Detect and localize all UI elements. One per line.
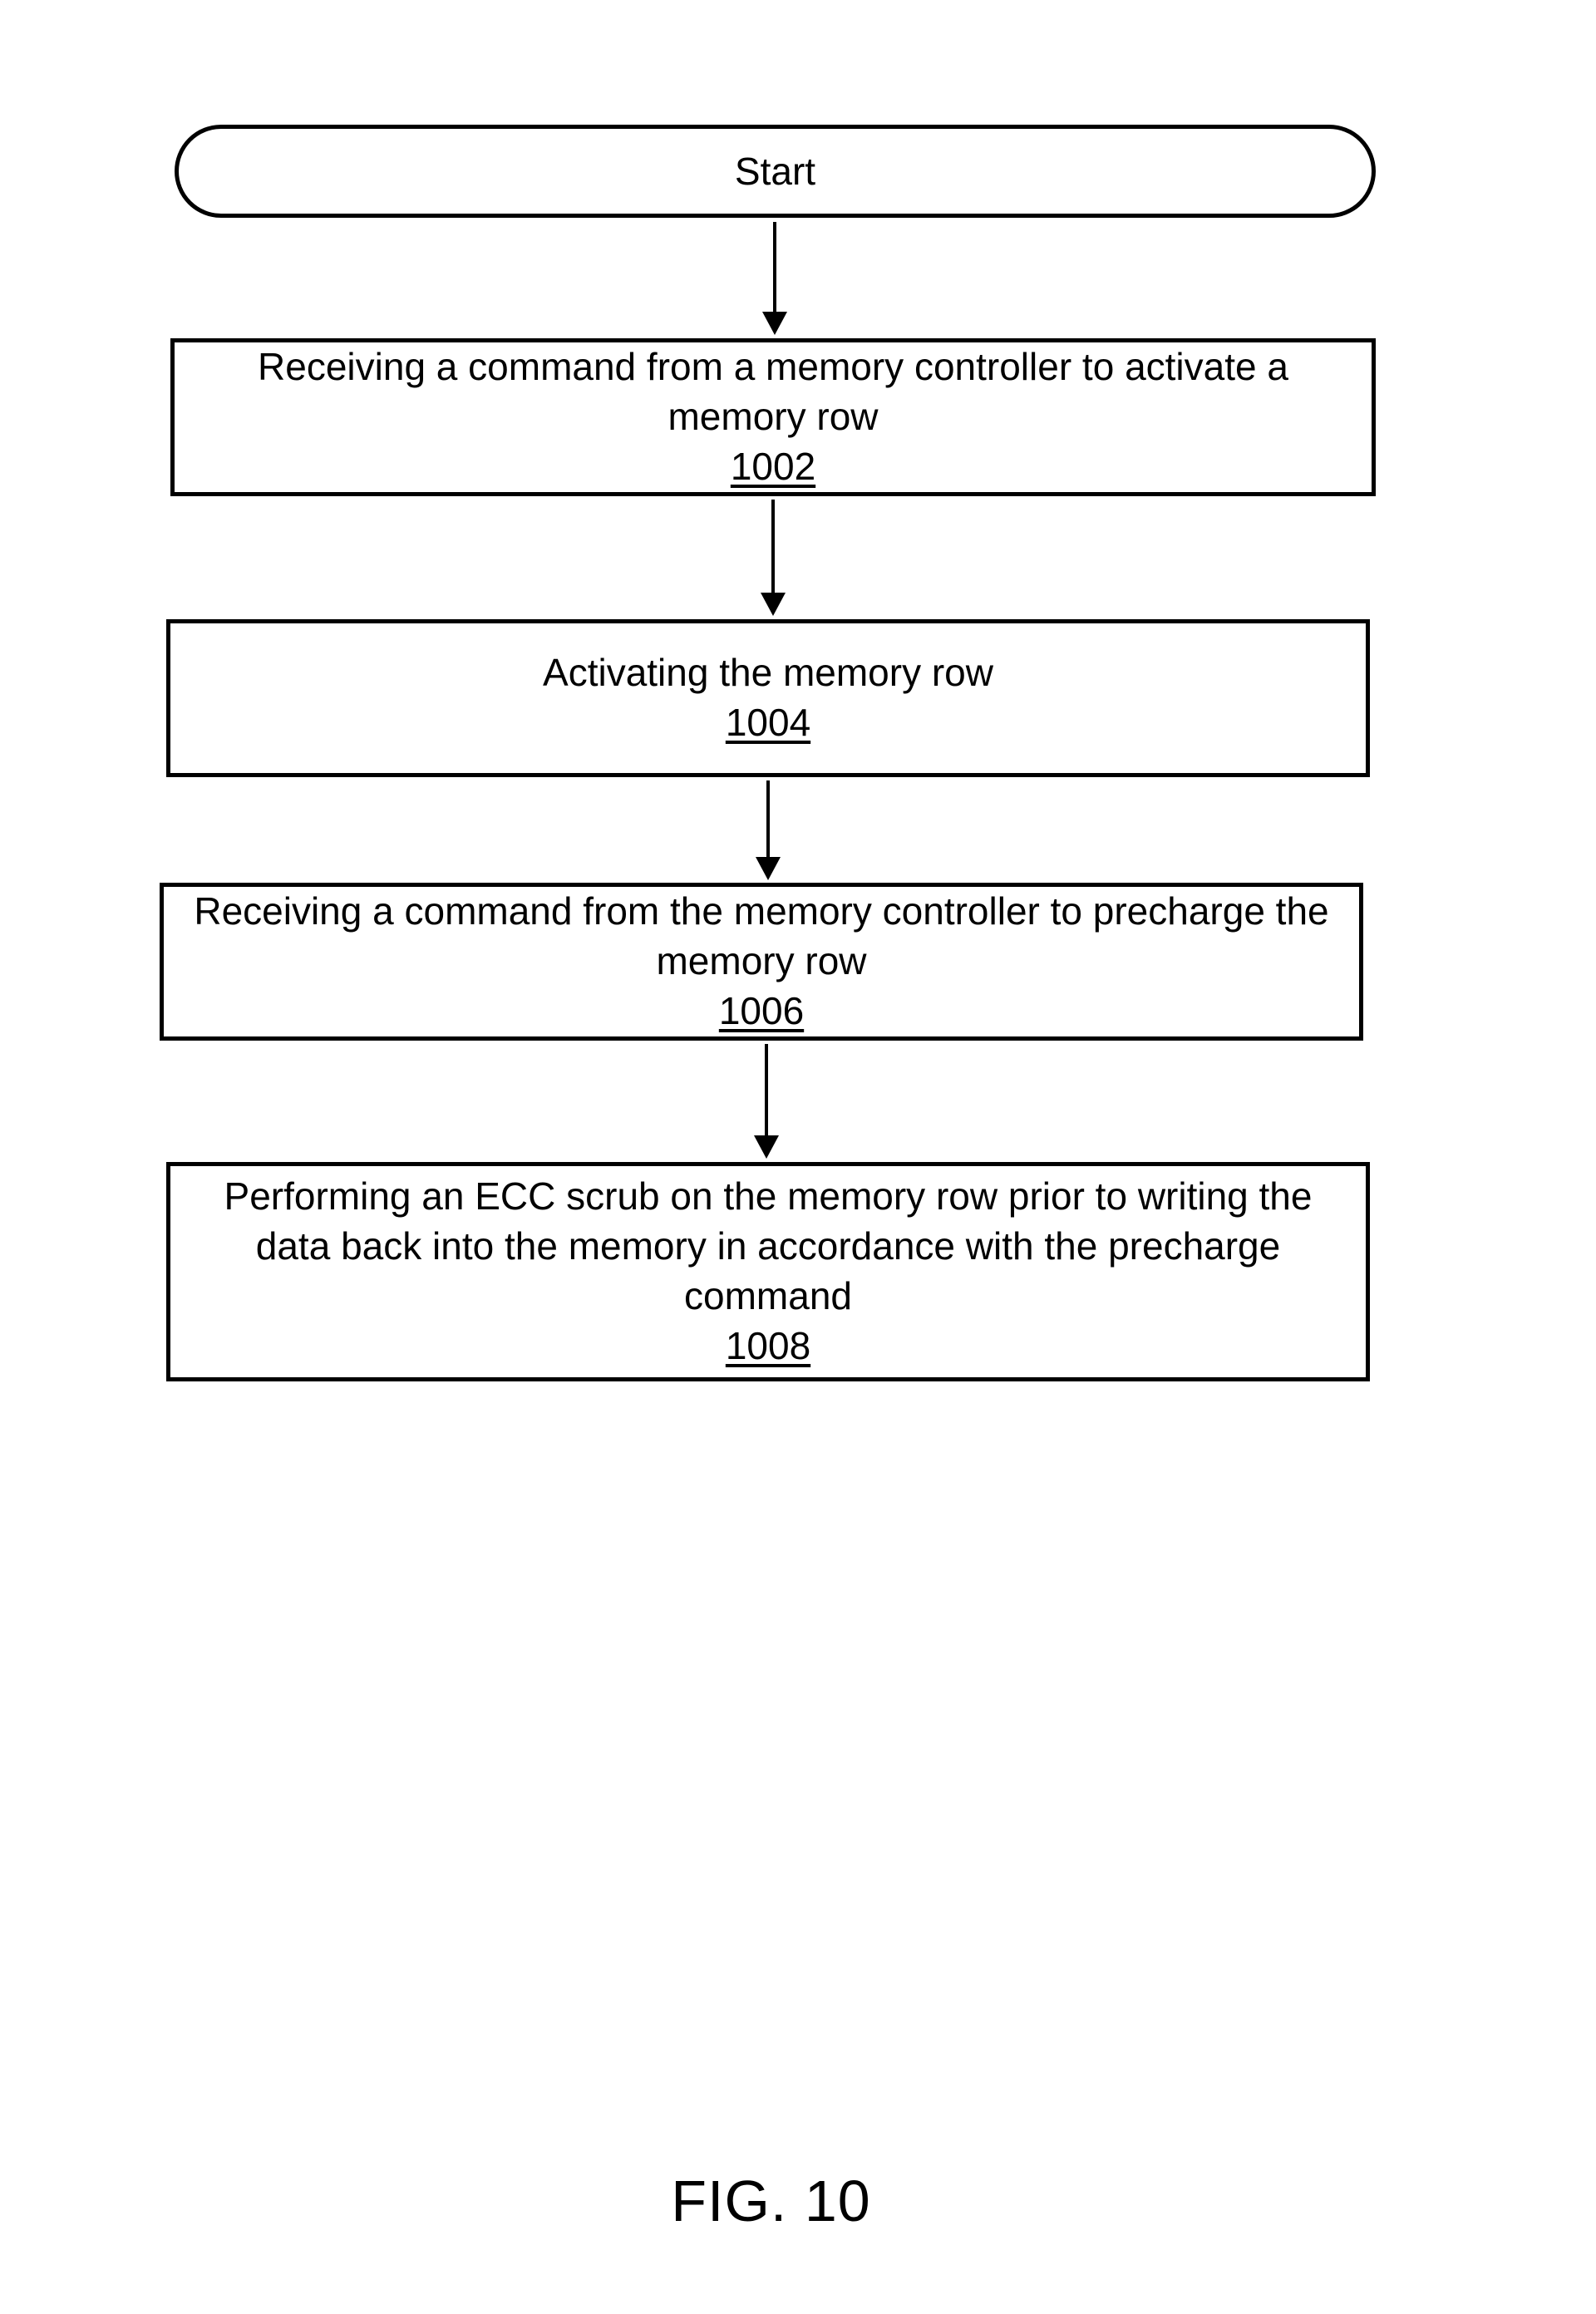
flow-arrow-1002-to-1004 [761,500,786,616]
step-ref: 1002 [730,444,816,488]
step-text: Receiving a command from a memory contro… [258,345,1288,439]
flow-arrow-start-to-1002 [762,222,787,335]
arrow-shaft [765,1044,768,1135]
process-step-1008: Performing an ECC scrub on the memory ro… [166,1162,1370,1381]
arrow-down-icon [762,312,787,335]
flow-arrow-1004-to-1006 [756,780,781,880]
arrow-shaft [773,222,776,312]
process-step-1006: Receiving a command from the memory cont… [160,883,1363,1041]
arrow-shaft [766,780,770,857]
arrow-down-icon [756,857,781,880]
process-step-1002: Receiving a command from a memory contro… [170,338,1376,496]
figure-caption: FIG. 10 [671,2169,871,2233]
flow-arrow-1006-to-1008 [754,1044,779,1159]
step-text: Activating the memory row [543,651,993,695]
step-text: Receiving a command from the memory cont… [194,889,1329,983]
step-ref: 1004 [725,701,811,744]
arrow-down-icon [761,593,786,616]
process-step-1004: Activating the memory row 1004 [166,619,1370,777]
start-terminator: Start [175,125,1376,218]
arrow-down-icon [754,1135,779,1159]
step-ref: 1008 [725,1323,811,1367]
step-ref: 1006 [718,988,805,1032]
start-label: Start [734,150,816,193]
step-text: Performing an ECC scrub on the memory ro… [224,1174,1313,1317]
arrow-shaft [771,500,775,593]
